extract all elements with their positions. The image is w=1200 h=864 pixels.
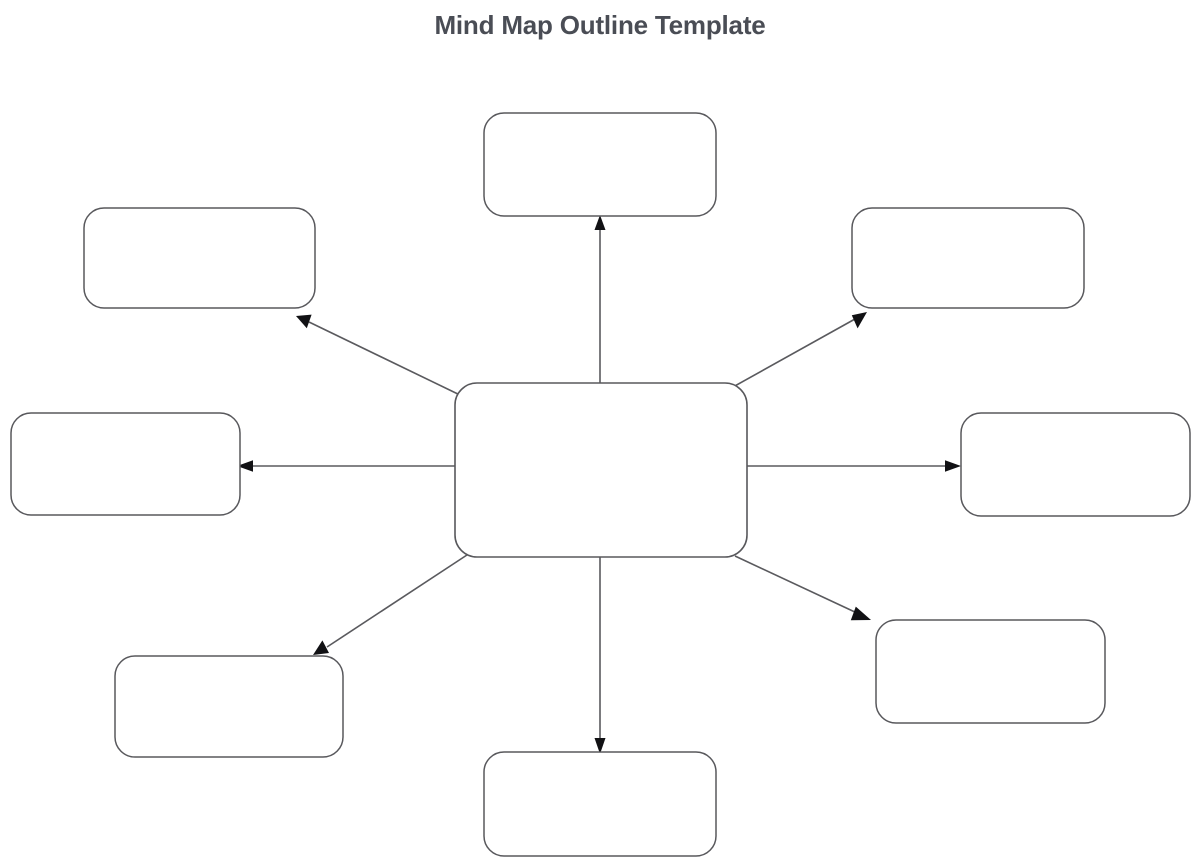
connector-line-bottom-right: [734, 555, 858, 614]
branch-node-top-right[interactable]: [851, 207, 1085, 309]
connector-branch-top[interactable]: [594, 215, 606, 383]
branch-node-top[interactable]: [483, 112, 717, 217]
connector-line-top-right: [732, 318, 856, 388]
branch-node-top-left[interactable]: [83, 207, 316, 309]
branch-node-bottom-left[interactable]: [114, 655, 344, 758]
arrowhead-top: [594, 215, 606, 230]
branch-node-bottom-right[interactable]: [875, 619, 1106, 724]
arrowhead-bottom-left: [313, 640, 329, 655]
branch-node-right[interactable]: [960, 412, 1191, 517]
arrowhead-right: [945, 460, 961, 472]
connector-branch-bottom-right[interactable]: [734, 555, 871, 621]
arrowhead-top-right: [851, 312, 867, 329]
connector-branch-right[interactable]: [747, 460, 961, 472]
connector-line-bottom-left: [326, 552, 471, 648]
branch-box-top-left[interactable]: [83, 207, 316, 309]
connector-branch-bottom[interactable]: [594, 557, 606, 754]
connector-branch-top-left[interactable]: [296, 314, 463, 397]
connector-branch-left[interactable]: [237, 460, 455, 472]
connector-layer: [237, 215, 961, 754]
arrowhead-bottom-right: [850, 606, 871, 621]
branch-box-top[interactable]: [483, 112, 717, 217]
connector-branch-bottom-left[interactable]: [313, 552, 471, 655]
branch-node-left[interactable]: [10, 412, 241, 516]
arrowhead-bottom: [594, 738, 606, 754]
arrowhead-left: [237, 460, 253, 472]
branch-node-bottom[interactable]: [483, 751, 717, 857]
branch-box-bottom-left[interactable]: [114, 655, 344, 758]
page-title: Mind Map Outline Template: [434, 10, 766, 40]
branch-box-bottom[interactable]: [483, 751, 717, 857]
branch-box-right[interactable]: [960, 412, 1191, 517]
central-topic-node[interactable]: [454, 382, 748, 558]
branch-box-bottom-right[interactable]: [875, 619, 1106, 724]
node-layer: [10, 112, 1191, 857]
connector-branch-top-right[interactable]: [732, 312, 867, 388]
arrowhead-top-left: [296, 314, 312, 329]
branch-box-left[interactable]: [10, 412, 241, 516]
central-topic-box[interactable]: [454, 382, 748, 558]
branch-box-top-right[interactable]: [851, 207, 1085, 309]
connector-line-top-left: [308, 321, 463, 397]
